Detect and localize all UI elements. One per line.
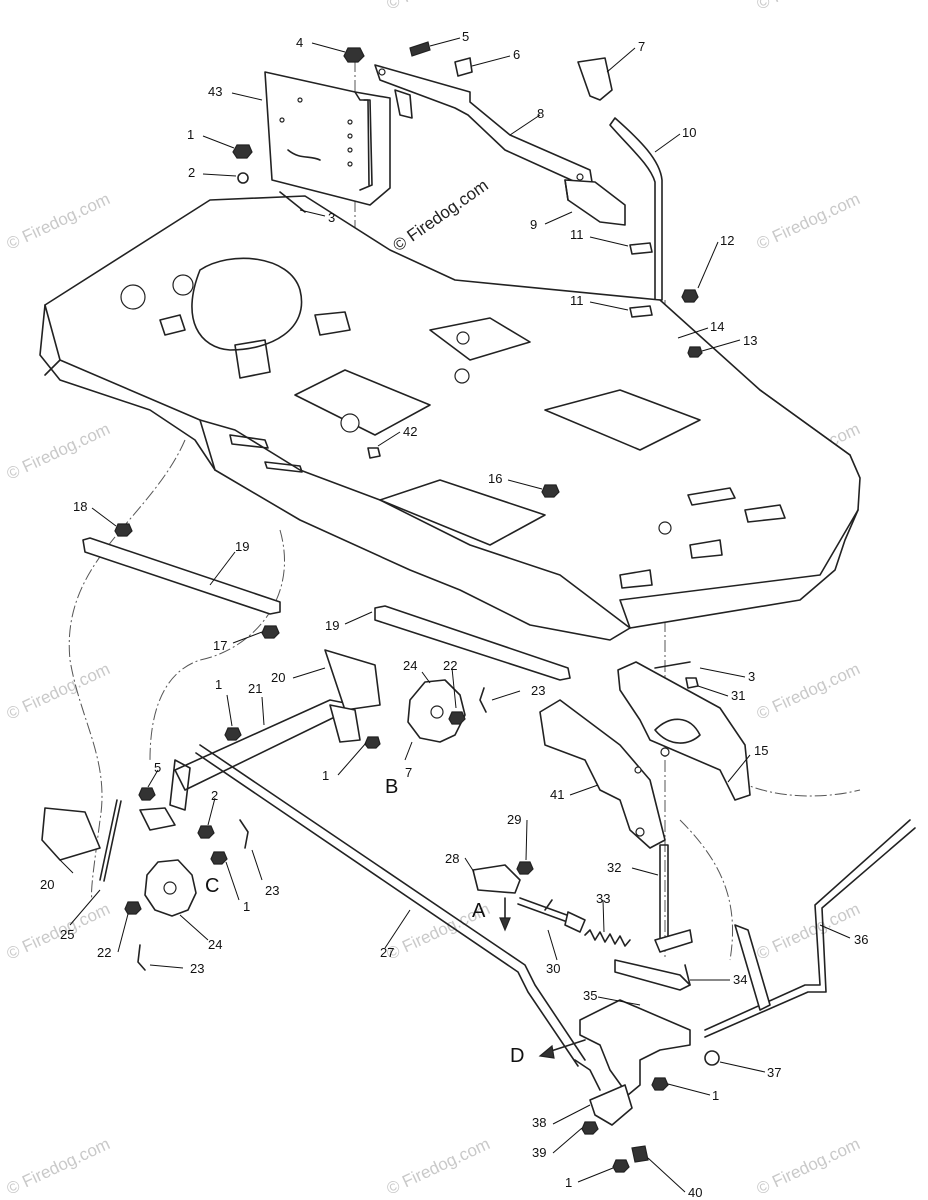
callout-label: 25	[60, 927, 74, 942]
callout-label: 23	[265, 883, 279, 898]
callouts: 4 5 6 7 43 8 10 1 2 3 9 11 12 11 14 13 4…	[40, 29, 868, 1200]
callout-label: 19	[325, 618, 339, 633]
callout-label: 1	[243, 899, 250, 914]
block-28	[472, 864, 521, 894]
bracket-41	[539, 699, 666, 849]
watermark: © Firedog.com	[754, 189, 863, 253]
callout-label: 7	[405, 765, 412, 780]
callout-label: 43	[208, 84, 222, 99]
bracket-35	[579, 999, 691, 1126]
callout-label: 41	[550, 787, 564, 802]
callout-label: 38	[532, 1115, 546, 1130]
watermark: © Firedog.com	[4, 1134, 113, 1198]
callout-label: 9	[530, 217, 537, 232]
callout-label: 1	[215, 677, 222, 692]
mounting-plate-43	[264, 71, 391, 206]
callout-label: 23	[531, 683, 545, 698]
star-wheels-24	[144, 679, 466, 917]
reference-arrows	[499, 897, 586, 1059]
pin-32	[654, 844, 693, 953]
callout-label: 29	[507, 812, 521, 827]
spring-33	[584, 929, 631, 947]
link-34	[614, 959, 691, 991]
callout-label: 3	[748, 669, 755, 684]
callout-label: 11	[570, 227, 584, 242]
leader-lines	[59, 37, 851, 1193]
watermark: © Firedog.com	[754, 899, 863, 963]
callout-label: 2	[211, 788, 218, 803]
callout-label: 22	[443, 658, 457, 673]
rod-27	[195, 744, 601, 1091]
callout-label: 24	[208, 937, 222, 952]
callout-label: 18	[73, 499, 87, 514]
callout-label: 23	[190, 961, 204, 976]
watermark: © Firedog.com	[4, 189, 113, 253]
callout-label: 36	[854, 932, 868, 947]
watermark: © Firedog.com	[4, 419, 113, 483]
callout-label: 19	[235, 539, 249, 554]
callout-label: 42	[403, 424, 417, 439]
callout-label: 12	[720, 233, 734, 248]
callout-label: 13	[743, 333, 757, 348]
callout-label: 5	[462, 29, 469, 44]
callout-label: 17	[213, 638, 227, 653]
callout-label: 1	[712, 1088, 719, 1103]
callout-label: 27	[380, 945, 394, 960]
callout-label: 20	[40, 877, 54, 892]
callout-label: 1	[565, 1175, 572, 1190]
lift-shaft-21	[41, 649, 381, 861]
callout-label: 8	[537, 106, 544, 121]
callout-label: 37	[767, 1065, 781, 1080]
callout-label: 22	[97, 945, 111, 960]
callout-label: 2	[188, 165, 195, 180]
callout-label: 39	[532, 1145, 546, 1160]
reference-letter-c: C	[205, 875, 219, 897]
callout-label: 30	[546, 961, 560, 976]
reference-letter-a: A	[472, 900, 486, 922]
callout-label: 1	[322, 768, 329, 783]
callout-label: 16	[488, 471, 502, 486]
rods-19	[82, 537, 571, 681]
watermark: © Firedog.com	[4, 659, 113, 723]
callout-label: 10	[682, 125, 696, 140]
watermark: © Firedog.com	[754, 659, 863, 723]
callout-label: 32	[607, 860, 621, 875]
watermark: © Firedog.com	[384, 1134, 493, 1198]
callout-label: 24	[403, 658, 417, 673]
callout-label: 33	[596, 891, 610, 906]
callout-label: 14	[710, 319, 724, 334]
callout-label: 11	[570, 293, 584, 308]
callout-label: 1	[187, 127, 194, 142]
bracket-8	[374, 64, 593, 185]
lever-36	[704, 819, 916, 1038]
callout-label: 34	[733, 972, 747, 987]
watermark: © Firedog.com	[754, 0, 863, 14]
watermark: © Firedog.com	[754, 1134, 863, 1198]
main-frame	[39, 195, 861, 641]
rod-30	[517, 897, 586, 933]
callout-label: 31	[731, 688, 745, 703]
reference-letters: A B C D	[205, 776, 524, 1067]
callout-label: 35	[583, 988, 597, 1003]
callout-label: 28	[445, 851, 459, 866]
watermark: © Firedog.com	[384, 0, 493, 14]
reference-letter-b: B	[385, 776, 398, 798]
callout-label: 3	[328, 210, 335, 225]
callout-label: 4	[296, 35, 303, 50]
bracket-15	[617, 661, 751, 801]
watermark-center: © Firedog.com	[389, 176, 491, 256]
pad-9	[564, 179, 626, 226]
callout-label: 15	[754, 743, 768, 758]
callout-label: 7	[638, 39, 645, 54]
reference-letter-d: D	[510, 1045, 524, 1067]
callout-label: 5	[154, 760, 161, 775]
callout-label: 20	[271, 670, 285, 685]
callout-label: 6	[513, 47, 520, 62]
callout-label: 40	[688, 1185, 702, 1200]
callout-label: 21	[248, 681, 262, 696]
